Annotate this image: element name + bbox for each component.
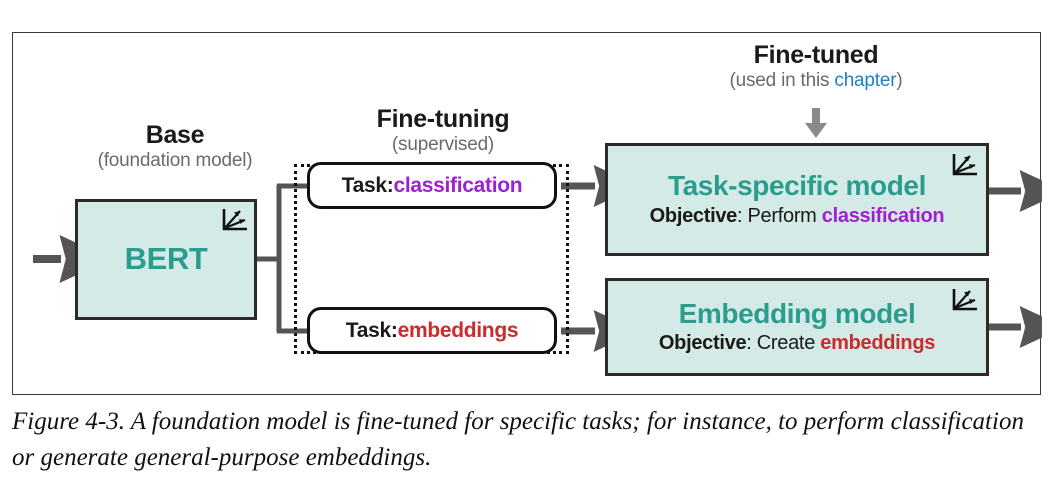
finetuned-subtitle-highlight: chapter <box>834 70 897 91</box>
vector-axis-icon <box>220 206 250 239</box>
finetuning-title: Fine-tuning <box>376 105 510 133</box>
vector-axis-icon <box>950 286 980 319</box>
diagram-panel: Base (foundation model) BERT Fine-tuning… <box>12 32 1042 395</box>
task-embeddings-prefix: Task: <box>345 318 398 342</box>
base-group-heading: Base (foundation model) <box>75 121 275 171</box>
bert-label: BERT <box>124 241 208 277</box>
task-specific-model-objective: Objective: Perform classification <box>650 205 945 228</box>
task-specific-model-title: Task-specific model <box>668 170 926 202</box>
task-specific-objective-verb: Perform <box>747 204 822 227</box>
embedding-model-title: Embedding model <box>678 297 916 329</box>
task-specific-objective-label: Objective <box>649 204 738 227</box>
finetuning-subtitle: (supervised) <box>391 134 495 155</box>
base-title: Base <box>145 121 205 149</box>
embedding-model-box[interactable]: Embedding model Objective: Create embedd… <box>605 278 989 376</box>
figure-caption: Figure 4-3. A foundation model is fine-t… <box>12 408 1024 471</box>
finetuned-subtitle: (used in this chapter) <box>701 71 931 90</box>
embedding-objective-verb: Create <box>756 332 821 355</box>
down-arrow-icon <box>802 108 830 145</box>
task-pill-classification[interactable]: Task: classification <box>307 162 557 209</box>
task-classification-value: classification <box>393 173 523 197</box>
finetuned-subtitle-prefix: (used in this <box>729 70 835 91</box>
task-classification-prefix: Task: <box>341 173 394 197</box>
base-subtitle: (foundation model) <box>97 150 253 171</box>
task-embeddings-value: embeddings <box>397 318 519 342</box>
task-pill-embeddings[interactable]: Task: embeddings <box>307 307 557 354</box>
finetuned-title: Fine-tuned <box>753 41 879 69</box>
embedding-model-objective: Objective: Create embeddings <box>659 332 935 355</box>
embedding-objective-value: embeddings <box>820 332 936 355</box>
task-specific-objective-sep: : <box>737 204 748 227</box>
finetuned-group-heading: Fine-tuned (used in this chapter) <box>701 41 931 91</box>
finetuning-group-heading: Fine-tuning (supervised) <box>313 105 573 155</box>
embedding-objective-label: Objective <box>658 332 747 355</box>
task-specific-model-box[interactable]: Task-specific model Objective: Perform c… <box>605 143 989 256</box>
bert-box[interactable]: BERT <box>75 199 257 320</box>
vector-axis-icon <box>950 151 980 184</box>
finetuned-subtitle-suffix: ) <box>896 70 903 91</box>
embedding-objective-sep: : <box>746 332 757 355</box>
task-specific-objective-value: classification <box>821 204 945 227</box>
